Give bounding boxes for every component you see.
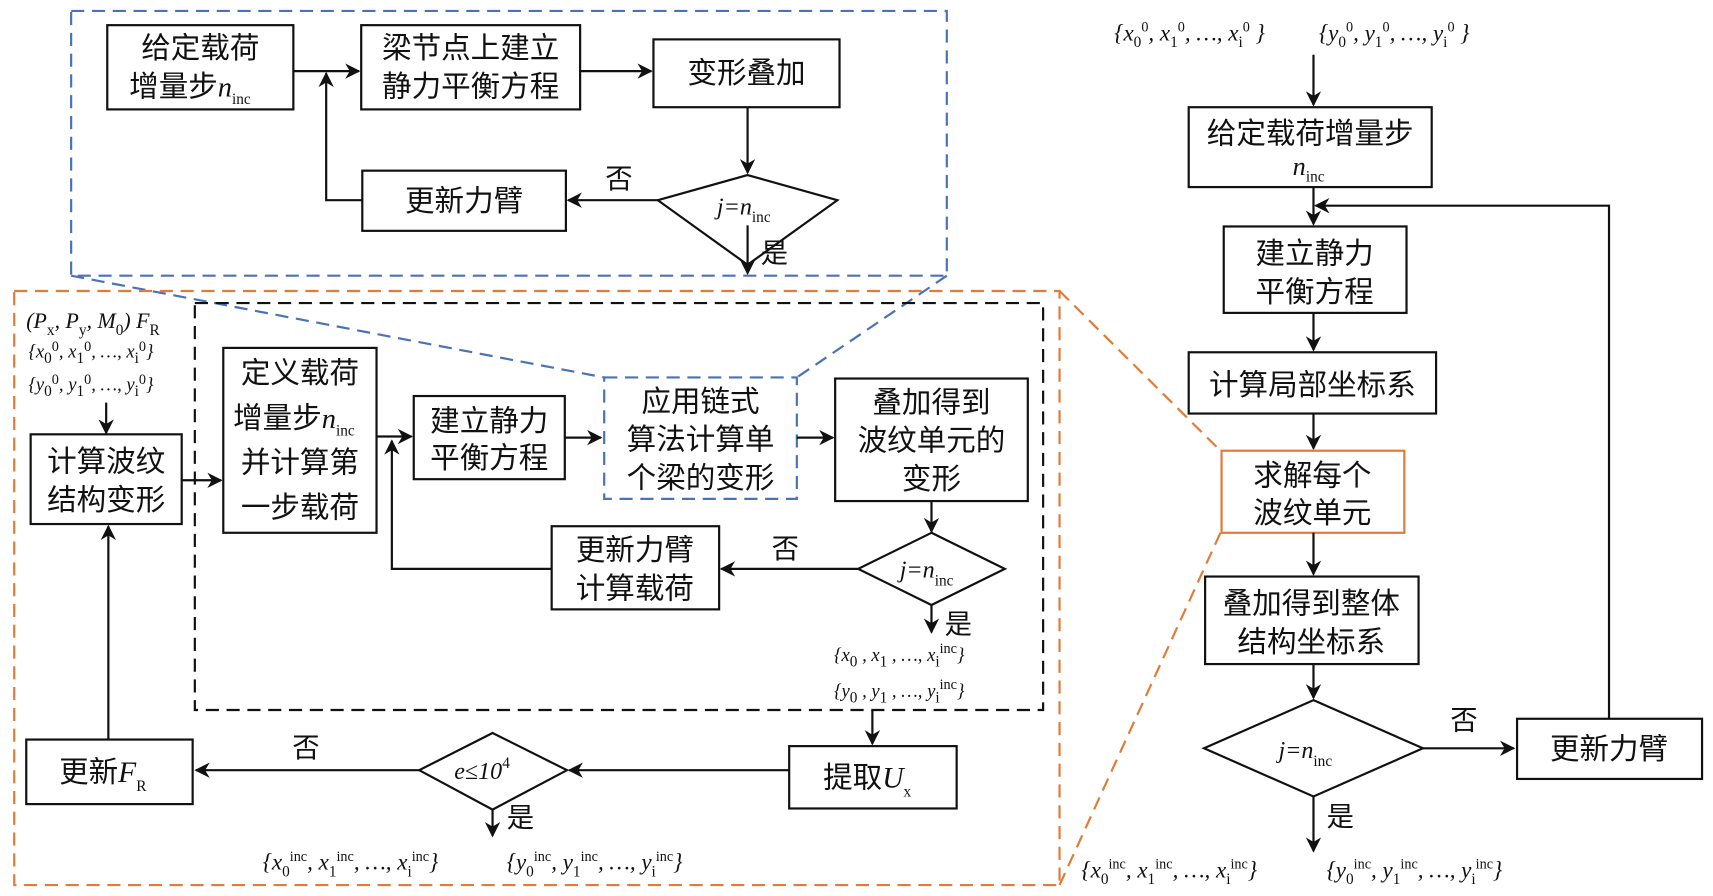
right-solve-text-1: 求解每个 <box>1253 460 1371 493</box>
define-text-1: 定义载荷 <box>241 357 359 390</box>
mid-x-text: {x0 , x1 , …, xiinc} <box>834 641 965 670</box>
right-load-step-text: 给定载荷增量步 <box>1207 117 1414 150</box>
superpose-text-1: 叠加得到 <box>872 386 990 419</box>
detail-node-equation-box: 梁节点上建立 静力平衡方程 <box>360 24 582 111</box>
right-static-text-1: 建立静力 <box>1255 238 1373 271</box>
define-load-step-box: 定义载荷 增量步ninc 并计算第 一步载荷 <box>222 346 378 534</box>
superpose-text-2: 波纹单元的 <box>858 425 1006 458</box>
right-static-box: 建立静力 平衡方程 <box>1222 225 1408 314</box>
init-y-text: {y00, y10, …, yi0} <box>28 372 154 400</box>
superpose-text-3: 变形 <box>902 463 961 496</box>
chain-algorithm-box: 应用链式 算法计算单 个梁的变形 <box>603 376 798 500</box>
right-global-text-2: 结构坐标系 <box>1237 626 1385 659</box>
zoom-connector-left <box>70 274 605 379</box>
right-load-step-n: ninc <box>1293 152 1325 186</box>
static-equation-box: 建立静力 平衡方程 <box>412 394 566 481</box>
right-solve-text-2: 波纹单元 <box>1253 497 1371 530</box>
detail-load-step-text-1: 给定载荷 <box>141 32 259 65</box>
detail-superpose-text: 变形叠加 <box>687 57 805 90</box>
right-load-step-box: 给定载荷增量步 ninc <box>1187 106 1433 189</box>
right-init-y-text: {y00, y10, …, yi0 } <box>1319 20 1470 51</box>
right-solve-element-box: 求解每个 波纹单元 <box>1220 449 1406 534</box>
right-update-arm-box: 更新力臂 <box>1515 717 1704 781</box>
static-text-2: 平衡方程 <box>430 442 548 475</box>
right-static-text-2: 平衡方程 <box>1255 276 1373 309</box>
error-no-label: 否 <box>292 733 319 763</box>
detail-superpose-box: 变形叠加 <box>652 38 841 109</box>
arrow-detail-update-loop <box>318 71 363 202</box>
chain-text-3: 个梁的变形 <box>627 462 775 495</box>
inner-iteration-frame <box>193 301 1045 712</box>
chain-text-2: 算法计算单 <box>627 424 775 457</box>
chain-text-1: 应用链式 <box>641 385 759 418</box>
define-text-2: 增量步ninc <box>233 402 355 440</box>
right-global-coord-box: 叠加得到整体 结构坐标系 <box>1204 575 1420 666</box>
right-local-coord-text: 计算局部坐标系 <box>1209 369 1416 402</box>
right-local-coord-box: 计算局部坐标系 <box>1187 351 1438 415</box>
superpose-element-box: 叠加得到 波纹单元的 变形 <box>834 377 1029 503</box>
right-decision: j=ninc <box>1201 698 1426 798</box>
orange-connector-top <box>1058 290 1222 452</box>
update-fr-box: 更新FR <box>25 738 194 806</box>
update-arm-text-1: 更新力臂 <box>576 534 694 567</box>
right-decision-text: j=ninc <box>1275 738 1332 770</box>
detail-no-label: 否 <box>605 164 632 194</box>
calc-structure-text-2: 结构变形 <box>47 484 165 517</box>
right-yes-label: 是 <box>1327 802 1354 832</box>
middle-zoom-frame <box>13 289 1061 887</box>
right-final-x-text: {x0inc, x1inc, …, xiinc} <box>1081 857 1257 888</box>
calc-structure-text-1: 计算波纹 <box>47 446 165 479</box>
detail-zoom-frame <box>70 9 948 277</box>
inner-yes-label: 是 <box>945 609 972 639</box>
detail-node-eq-text-2: 静力平衡方程 <box>382 70 559 103</box>
inner-decision-text: j=ninc <box>897 558 954 590</box>
right-update-arm-text: 更新力臂 <box>1550 733 1668 766</box>
detail-update-arm-text: 更新力臂 <box>405 185 523 218</box>
detail-update-arm-box: 更新力臂 <box>361 169 567 232</box>
error-yes-label: 是 <box>507 803 534 833</box>
right-init-x-text: {x00, x10, …, xi0 } <box>1114 20 1265 51</box>
load-params-text: (Px, Py, M0) FR <box>26 309 160 339</box>
update-arm-load-box: 更新力臂 计算载荷 <box>550 525 721 611</box>
right-panel: {x00, x10, …, xi0 } {y00, y10, …, yi0 } … <box>1081 20 1704 888</box>
arrow-right-update-loop <box>1314 198 1611 719</box>
orange-connector-bottom <box>1058 532 1222 886</box>
final-x-text-middle: {x0inc, x1inc, …, xiinc} <box>263 849 439 880</box>
detail-node-eq-text-1: 梁节点上建立 <box>382 32 559 65</box>
error-decision: e≤104 <box>416 731 570 811</box>
update-fr-text: 更新FR <box>59 756 147 795</box>
detail-decision-text: j=ninc <box>714 194 771 226</box>
zoom-connector-right <box>796 274 948 379</box>
right-no-label: 否 <box>1450 706 1477 736</box>
detail-load-step-box: 给定载荷 增量步ninc <box>106 24 295 111</box>
detail-yes-label: 是 <box>761 239 788 269</box>
right-global-text-1: 叠加得到整体 <box>1223 588 1400 621</box>
inner-decision: j=ninc <box>855 531 1008 607</box>
inner-no-label: 否 <box>772 534 799 564</box>
extract-ux-box: 提取Ux <box>788 745 958 810</box>
arrow-update-loop <box>384 439 552 570</box>
middle-panel: (Px, Py, M0) FR {x00, x10, …, xi0} {y00,… <box>13 289 1222 887</box>
extract-ux-text: 提取Ux <box>823 762 911 801</box>
static-text-1: 建立静力 <box>430 405 548 438</box>
update-arm-text-2: 计算载荷 <box>576 572 694 605</box>
error-decision-text: e≤104 <box>454 755 510 785</box>
calc-structure-box: 计算波纹 结构变形 <box>29 433 183 526</box>
init-x-text: {x00, x10, …, xi0} <box>28 339 154 367</box>
define-text-4: 一步载荷 <box>241 491 359 524</box>
detail-decision: j=ninc <box>655 173 840 267</box>
right-final-y-text: {y0inc, y1inc, …, yiinc} <box>1327 857 1503 888</box>
final-y-text-middle: {y0inc, y1inc, …, yiinc} <box>507 849 683 880</box>
detail-load-step-text-2: 增量步ninc <box>129 70 251 108</box>
define-text-3: 并计算第 <box>241 447 359 480</box>
detail-panel: 给定载荷 增量步ninc 梁节点上建立 静力平衡方程 变形叠加 j=ninc 更… <box>70 9 948 379</box>
mid-y-text: {y0 , y1 , …, yiinc} <box>834 677 965 706</box>
